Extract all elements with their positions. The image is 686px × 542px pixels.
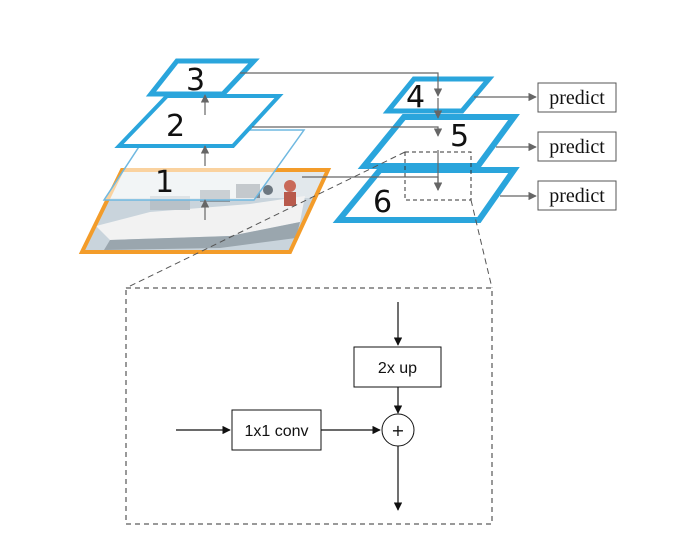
predict-box-3: predict xyxy=(537,180,617,211)
predict-label-3: predict xyxy=(549,185,605,207)
zoom-connector-left xyxy=(125,151,406,289)
detail-highlight-box xyxy=(404,151,472,201)
bottom-up-label-1: 1 xyxy=(155,165,174,200)
lateral-conv-box: 1x1 conv xyxy=(231,409,322,451)
predict-box-1: predict xyxy=(537,82,617,113)
lateral-arrow-3-to-4 xyxy=(240,72,443,97)
feature-map-3 xyxy=(145,58,260,97)
feature-map-5 xyxy=(357,114,520,169)
feature-map-2 xyxy=(114,94,284,148)
zoom-connector-right xyxy=(470,199,493,289)
predict-box-2: predict xyxy=(537,131,617,162)
predict-label-1: predict xyxy=(549,87,605,109)
upsample-box: 2x up xyxy=(353,346,442,388)
predict-label-2: predict xyxy=(549,136,605,158)
bottom-up-label-2: 2 xyxy=(166,109,185,144)
merge-add-node: + xyxy=(381,413,415,447)
feature-map-6 xyxy=(332,167,520,223)
detail-panel xyxy=(125,287,493,525)
merge-symbol: + xyxy=(391,421,404,440)
top-down-label-6: 6 xyxy=(373,185,392,220)
lateral-arrow-2-to-5 xyxy=(252,126,443,137)
bottom-up-label-3: 3 xyxy=(186,63,205,98)
top-down-label-5: 5 xyxy=(450,119,469,154)
upsample-label: 2x up xyxy=(378,360,417,377)
top-down-label-4: 4 xyxy=(406,80,425,115)
lateral-conv-label: 1x1 conv xyxy=(244,423,308,440)
